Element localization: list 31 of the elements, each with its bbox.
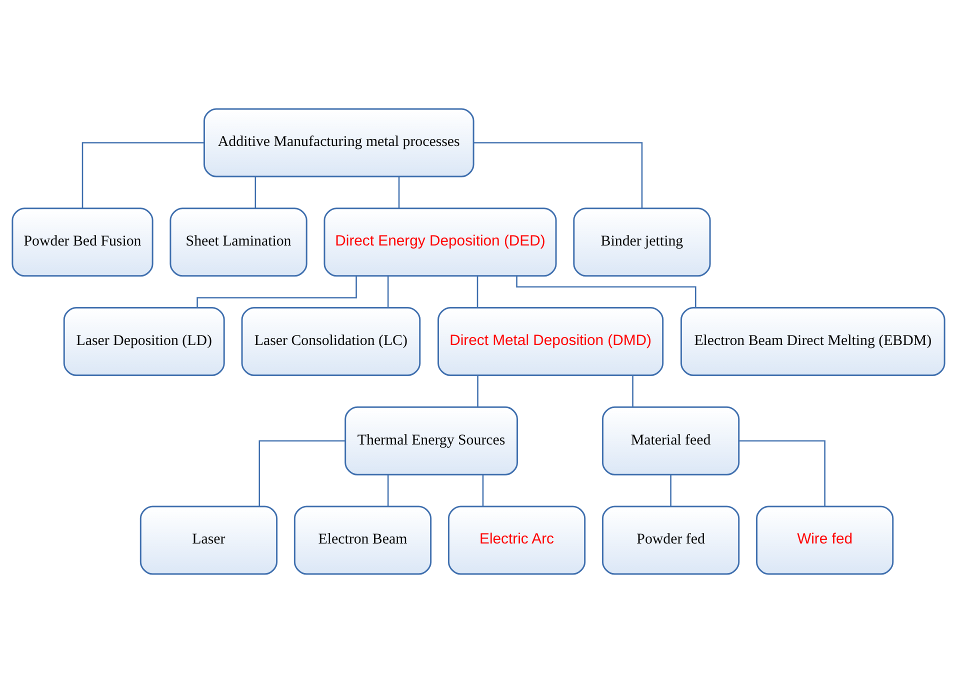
node-box: Wire fed (756, 505, 894, 574)
connector (254, 176, 256, 208)
node-box: Direct Energy Deposition (DED) (324, 207, 557, 276)
node-box: Laser Deposition (LD) (63, 306, 225, 376)
connector (516, 276, 696, 307)
connector (477, 374, 478, 406)
node-box: Laser Consolidation (LC) (241, 306, 421, 376)
connector (474, 142, 643, 208)
connector (398, 176, 400, 208)
connector (482, 474, 484, 506)
node-box: Sheet Lamination (170, 207, 308, 276)
connector (739, 440, 826, 506)
connector (670, 474, 672, 506)
node-box: Powder Bed Fusion (12, 207, 154, 276)
node-box: Laser (140, 505, 278, 574)
node-box: Material feed (602, 406, 740, 475)
node-box: Additive Manufacturing metal processes (204, 108, 474, 177)
node-box: Thermal Energy Sources (344, 406, 518, 475)
node-box: Electron Beam (294, 505, 432, 574)
connector (387, 276, 389, 307)
connector (632, 374, 634, 406)
connector (196, 276, 357, 307)
connector (258, 440, 346, 506)
node-box: Electron Beam Direct Melting (EBDM) (680, 306, 946, 376)
node-box: Electric Arc (448, 505, 586, 574)
connector (476, 276, 478, 307)
connector (387, 474, 389, 506)
node-box: Powder fed (602, 505, 740, 574)
connector (82, 142, 204, 208)
node-box: Binder jetting (573, 207, 711, 276)
node-box: Direct Metal Deposition (DMD) (438, 306, 664, 376)
